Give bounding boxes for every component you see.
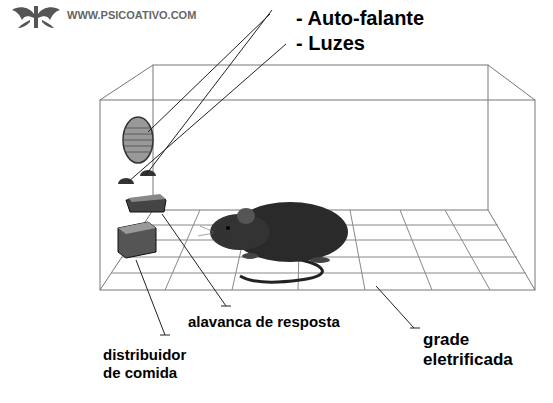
food-dispenser — [118, 222, 156, 258]
rat — [198, 202, 348, 282]
watermark: WWW.PSICOATIVO.COM — [67, 9, 196, 22]
part-label: grade eletrificada — [423, 330, 541, 371]
leader-line — [128, 10, 420, 335]
light — [140, 170, 156, 176]
part-label: alavanca de resposta — [188, 313, 340, 331]
speaker — [123, 117, 153, 163]
part-label: - Auto-falante — [296, 6, 424, 30]
box-frame — [100, 65, 535, 290]
part-label: distribuidor de comida — [103, 346, 203, 382]
logo-symbol — [12, 6, 60, 28]
part-label: - Luzes — [296, 31, 365, 55]
